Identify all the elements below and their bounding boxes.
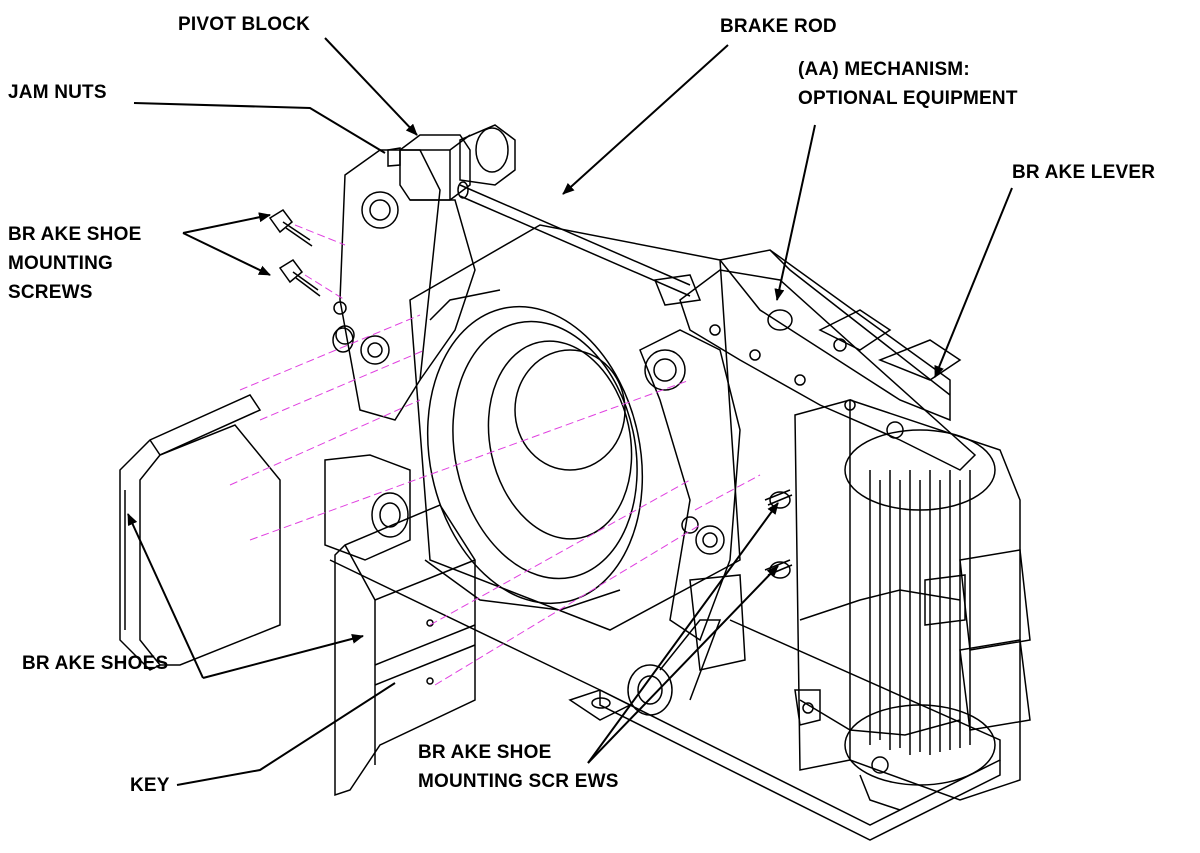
label-pivot-block: PIVOT BLOCK	[178, 14, 311, 35]
leader-aa-mechanism	[774, 124, 816, 301]
leader-screws-left-bottom	[182, 232, 271, 276]
leader-screws-bottom-bottom	[587, 565, 779, 764]
lower-bracket	[324, 454, 411, 561]
label-brake-rod: BRAKE ROD	[720, 16, 837, 37]
alignment-lines	[229, 224, 761, 686]
loose-mounting-screws	[268, 209, 354, 353]
leader-key	[176, 682, 396, 786]
thruster-unit	[794, 399, 1031, 811]
label-brake-lever: BR AKE LEVER	[1012, 162, 1156, 183]
leader-shoes-right	[202, 633, 364, 679]
leader-screws-left-top	[182, 212, 271, 234]
aa-mechanism	[718, 249, 962, 422]
drum-housing	[409, 224, 741, 631]
label-brake-shoe-screws-left: BR AKE SHOE MOUNTING SCREWS	[8, 224, 142, 303]
label-jam-nuts: JAM NUTS	[8, 82, 107, 103]
leader-jam-nuts	[133, 102, 386, 154]
brake-shoe-right	[334, 504, 476, 797]
left-brake-arm	[335, 149, 476, 421]
leader-shoes-left	[127, 513, 204, 679]
leader-lines	[127, 37, 1013, 786]
label-aa-mechanism: (AA) MECHANISM: OPTIONAL EQUIPMENT	[798, 59, 1018, 109]
leader-brake-rod	[562, 44, 729, 195]
label-key: KEY	[130, 775, 170, 796]
label-brake-shoes: BR AKE SHOES	[22, 653, 169, 674]
leader-brake-lever	[934, 187, 1013, 378]
leader-screws-bottom-top	[587, 502, 779, 764]
leader-pivot-block	[324, 37, 418, 136]
brake-rod	[457, 181, 702, 306]
brake-shoe-left	[119, 394, 281, 671]
label-brake-shoe-screws-bottom: BR AKE SHOE MOUNTING SCR EWS	[418, 742, 619, 792]
right-mounting-screws	[627, 489, 793, 716]
pivot-block	[387, 124, 516, 201]
